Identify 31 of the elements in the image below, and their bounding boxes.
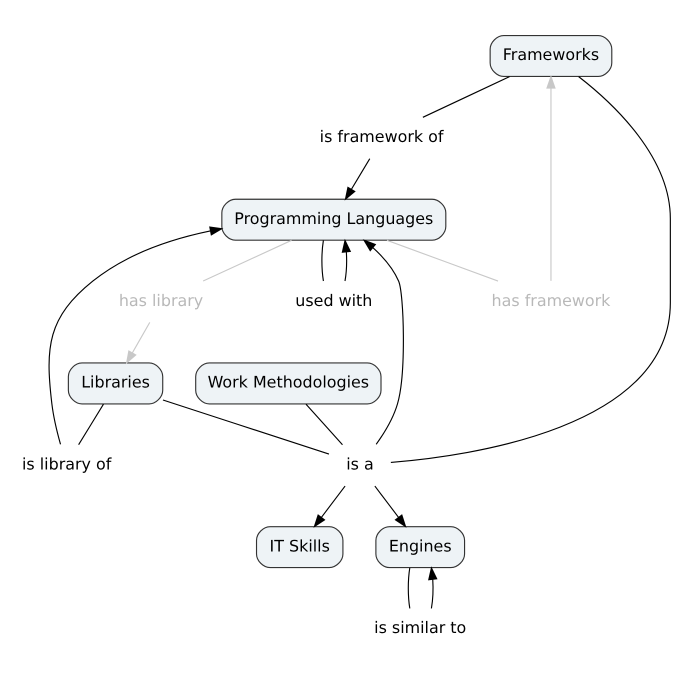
node-box: Work Methodologies (195, 362, 382, 404)
node-box: IT Skills (256, 526, 344, 568)
connector (390, 76, 671, 462)
arrow (342, 238, 352, 281)
arrow (428, 566, 438, 608)
node-box: Engines (375, 526, 466, 568)
node-box: Programming Languages (221, 198, 446, 240)
node-text: is a (346, 454, 374, 473)
arrow (313, 485, 346, 528)
connector (408, 567, 410, 608)
node-box: Libraries (68, 362, 164, 404)
arrow (126, 322, 150, 364)
connector (306, 403, 343, 445)
node-box: Frameworks (490, 34, 612, 77)
connector (78, 403, 104, 444)
connector (386, 239, 498, 282)
node-text: has library (118, 290, 204, 310)
connector (162, 398, 330, 454)
connector (202, 239, 292, 282)
arrow (344, 158, 370, 200)
connector (321, 240, 324, 281)
arrow (362, 238, 404, 444)
arrow (546, 74, 556, 280)
node-text: is framework of (320, 126, 444, 146)
arrow (48, 226, 224, 444)
connector (422, 76, 510, 118)
arrow (374, 485, 407, 528)
node-text: is library of (22, 454, 112, 473)
node-text: used with (295, 290, 372, 310)
node-text: is similar to (374, 618, 466, 637)
node-text: has framework (492, 290, 610, 310)
